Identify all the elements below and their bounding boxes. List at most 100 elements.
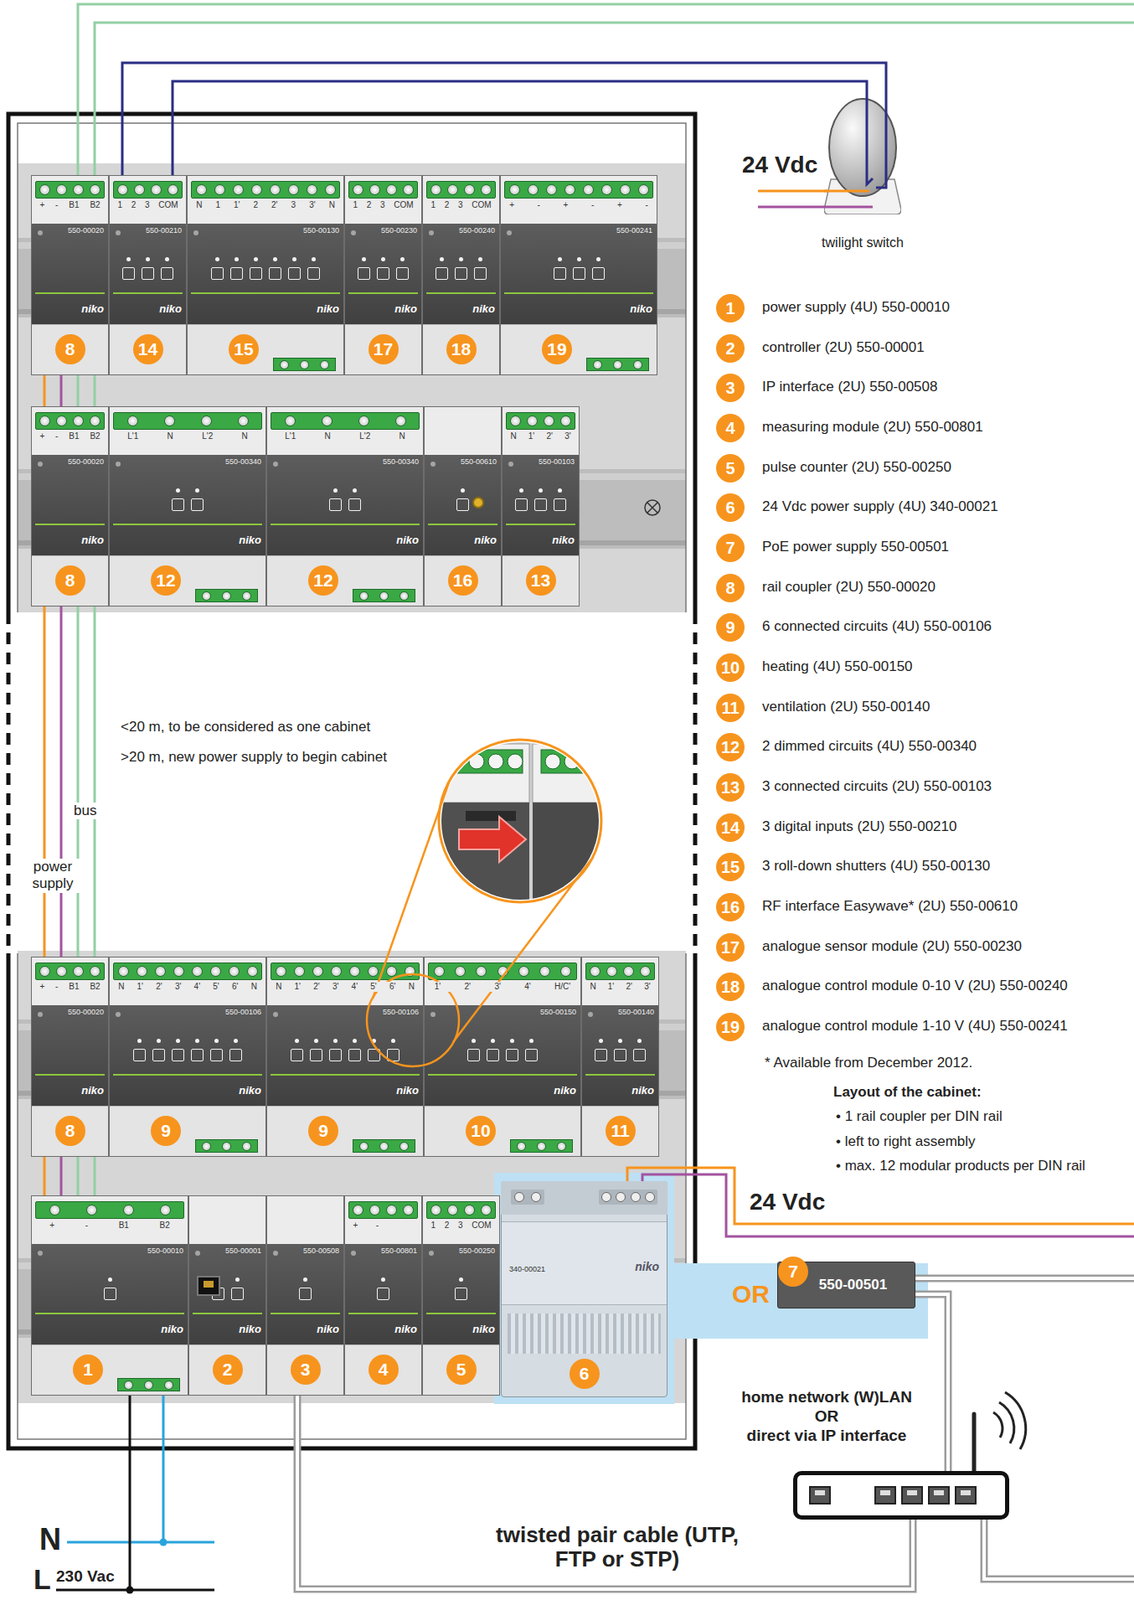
legend-number: 8 [716, 573, 745, 603]
terminal-screw [630, 1191, 641, 1202]
terminal-screw [402, 184, 414, 196]
terminal-screw [601, 184, 613, 196]
terminal-screw [601, 1191, 612, 1202]
channel-led [458, 257, 464, 262]
mains-wire [56, 1395, 215, 1590]
din-module: + - B1 B2550-00020niko8 [30, 956, 109, 1157]
terminal-block [270, 412, 420, 430]
terminal-block [505, 412, 576, 430]
wire [77, 375, 79, 407]
channel-button [268, 267, 282, 280]
legend-number: 9 [716, 613, 745, 642]
terminal-screw [369, 1204, 381, 1216]
channel-button [171, 498, 185, 511]
terminal-screw [582, 184, 594, 196]
cabinet-panel [17, 163, 686, 1403]
module-stripe [348, 292, 418, 294]
callout-number: 6 [569, 1358, 600, 1389]
terminal-screw [615, 1191, 626, 1202]
channel-button [525, 1048, 538, 1062]
module-stripe [504, 292, 654, 294]
terminal-screw [237, 415, 249, 427]
module-stripe [113, 1073, 263, 1076]
wire [44, 1156, 46, 1196]
product-code: 550-00801 [380, 1246, 418, 1256]
product-code: 550-00001 [224, 1246, 263, 1256]
channel-button [249, 267, 263, 280]
callout-text: 15 [716, 852, 745, 882]
text-label: <20 m, to be considered as one cabinet [120, 718, 371, 736]
wire-line [60, 375, 63, 407]
callout-text: 4 [716, 413, 745, 443]
router-heading-line: home network (W)LAN [737, 1386, 916, 1407]
terminal-labels: 1' 2' 3' 4' H/C' [434, 981, 572, 992]
twilight-switch-drawing [824, 190, 870, 193]
din-module: L'1 N L'2 N550-00340niko12 [108, 406, 267, 607]
terminal-screw [159, 1204, 171, 1216]
product-code: 550-00210 [144, 226, 183, 236]
channel-led [557, 488, 562, 493]
network-cable [915, 1278, 1134, 1579]
callout-text: 5 [716, 453, 745, 483]
terminal-screw [123, 1204, 135, 1216]
terminal-screw [463, 184, 475, 196]
module-stripe [505, 523, 576, 526]
terminal-screw [118, 965, 129, 977]
terminal-screw [72, 184, 84, 196]
callout-text: 7 [778, 1256, 809, 1287]
bus-wire [77, 4, 1134, 176]
callout-text: 4 [368, 1354, 399, 1385]
legend-number: 18 [716, 972, 745, 1001]
terminal-labels: + - [352, 1220, 379, 1231]
callout-text: 12 [716, 732, 745, 762]
callout-text: 13 [716, 773, 745, 802]
terminal-labels: N 1 1' 2 2' 3 3' N [195, 200, 336, 211]
terminal-block [598, 1189, 658, 1205]
channel-button [329, 498, 342, 511]
product-code: 550-00020 [67, 226, 105, 236]
terminal-screw [638, 184, 650, 196]
channel-led [490, 1038, 495, 1043]
channel-button [230, 267, 243, 280]
channel-button [592, 267, 605, 280]
module-stripe [348, 1312, 418, 1315]
channel-button [298, 1287, 312, 1300]
callout-text: 3 [716, 373, 745, 403]
brand-logo: niko [396, 533, 419, 547]
channel-led [510, 1038, 515, 1043]
terminal-labels: + - B1 B2 [39, 200, 100, 211]
terminal-screw [592, 360, 603, 370]
callout-number: 13 [525, 565, 557, 596]
terminal-screw [543, 415, 555, 427]
terminal-screw [480, 1204, 492, 1216]
channel-led [439, 257, 444, 262]
text-label: RF interface Easywave* (2U) 550-00610 [762, 897, 1018, 915]
terminal-screw [150, 184, 162, 196]
channel-button [231, 1287, 244, 1300]
channel-led [137, 1038, 142, 1043]
terminal-block [510, 1139, 573, 1153]
terminal-screw [221, 591, 232, 601]
channel-led [618, 1038, 623, 1043]
callout-text: 9 [716, 613, 745, 642]
text-label: OR [731, 1278, 770, 1310]
channel-button [103, 1287, 117, 1300]
callout-text: 18 [446, 334, 477, 365]
legend-number: 13 [716, 773, 745, 802]
text-label: analogue control module 0-10 V (2U) 550-… [762, 977, 1068, 995]
port-contacts [907, 1489, 918, 1495]
terminal-labels: N 1' 2' 3' 4' 5' 6' N [118, 981, 258, 992]
brand-logo: niko [238, 1083, 262, 1097]
edge-label: twisted pair cable (UTP, FTP or STP) [495, 1522, 739, 1572]
din-module: 1 2 3 COM550-00250niko5 [422, 1195, 500, 1396]
callout-text: 8 [55, 565, 86, 596]
port-contacts [933, 1489, 944, 1495]
terminal-block [195, 1139, 258, 1153]
callout-text: 14 [716, 813, 745, 842]
terminal-block [190, 180, 341, 199]
callout-text: 8 [55, 334, 86, 365]
channel-button [210, 1048, 223, 1062]
magnifier-detail [458, 816, 526, 862]
channel-led [234, 257, 239, 262]
status-led [350, 1250, 356, 1256]
